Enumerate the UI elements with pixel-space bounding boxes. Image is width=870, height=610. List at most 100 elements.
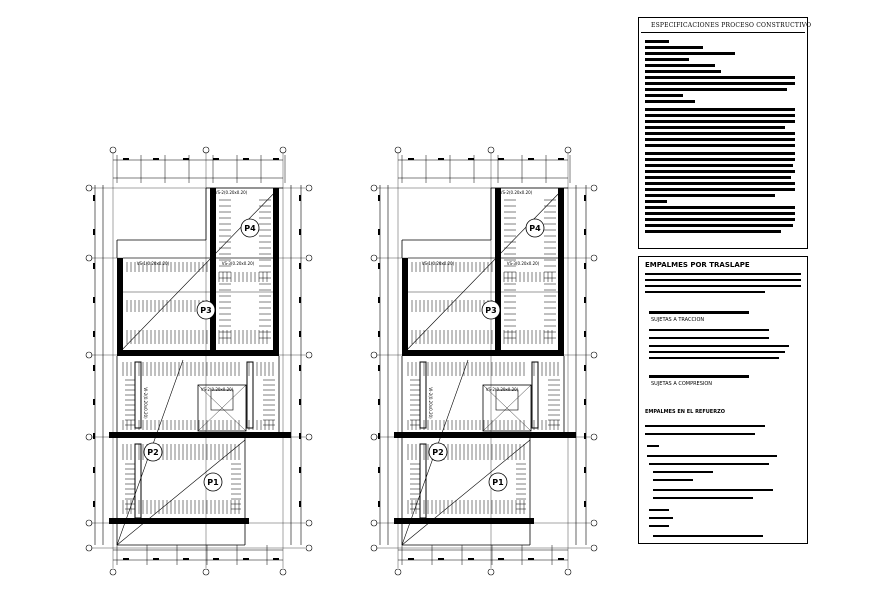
dimension-mark bbox=[528, 158, 534, 160]
dimension-mark bbox=[378, 433, 380, 439]
dimension-mark bbox=[299, 195, 301, 201]
redacted-text-line bbox=[649, 463, 769, 465]
redacted-text-line bbox=[649, 311, 749, 314]
void-inner bbox=[495, 389, 519, 411]
axis-bubble bbox=[85, 184, 93, 192]
dimension-mark bbox=[584, 399, 586, 405]
redacted-text-line bbox=[649, 509, 669, 511]
column-tag-circle bbox=[203, 472, 223, 492]
redacted-text-line bbox=[645, 212, 795, 215]
redacted-text-line bbox=[645, 144, 795, 147]
beam-outline bbox=[419, 361, 427, 429]
floor-plan-left: P4P3P2P1VS-2(0.20x0.20)VS-3(0.20x0.20)VS… bbox=[85, 146, 313, 576]
dimension-mark bbox=[584, 195, 586, 201]
redacted-text-line bbox=[645, 291, 765, 293]
dimension-mark bbox=[123, 158, 129, 160]
dimension-mark bbox=[93, 229, 95, 235]
beam-vertical bbox=[273, 188, 279, 356]
lap-splice-panel: EMPALMES POR TRASLAPE SUJETAS A TRACCION… bbox=[638, 256, 808, 544]
beam-horizontal bbox=[109, 518, 249, 524]
dimension-mark bbox=[299, 467, 301, 473]
dimension-mark bbox=[378, 467, 380, 473]
dimension-mark bbox=[468, 158, 474, 160]
dimension-mark bbox=[153, 558, 159, 560]
floor-plan-right: P4P3P2P1VS-2(0.20x0.20)VS-3(0.20x0.20)VS… bbox=[370, 146, 598, 576]
redacted-text-line bbox=[645, 182, 795, 185]
dimension-mark bbox=[299, 229, 301, 235]
redacted-text-line bbox=[653, 479, 693, 481]
redacted-text-line bbox=[649, 525, 669, 527]
redacted-text-line bbox=[649, 351, 785, 353]
traction-subtitle: SUJETAS A TRACCION bbox=[651, 317, 705, 323]
beam-label: VS-3(0.20x0.20) bbox=[222, 261, 255, 266]
redacted-text-line bbox=[653, 471, 713, 473]
dimension-mark bbox=[584, 365, 586, 371]
axis-bubble bbox=[590, 544, 598, 552]
redacted-text-line bbox=[645, 100, 695, 103]
beam-vertical bbox=[117, 258, 123, 356]
redacted-text-line bbox=[649, 345, 789, 347]
redacted-text-line bbox=[653, 497, 753, 499]
dimension-mark bbox=[93, 501, 95, 507]
axis-bubble bbox=[305, 254, 313, 262]
dimension-mark bbox=[299, 331, 301, 337]
dimension-mark bbox=[378, 297, 380, 303]
stair-void bbox=[197, 384, 247, 432]
dimension-mark bbox=[378, 331, 380, 337]
beam-horizontal bbox=[109, 432, 291, 438]
beam-outline bbox=[134, 443, 142, 519]
construction-specifications-panel: ESPECIFICACIONES PROCESO CONSTRUCTIVO bbox=[638, 17, 811, 249]
redacted-text-line bbox=[645, 285, 801, 287]
axis-bubble bbox=[590, 184, 598, 192]
redacted-text-line bbox=[649, 337, 769, 339]
dimension-mark bbox=[438, 158, 444, 160]
axis-bubble bbox=[394, 146, 402, 154]
column-tag-label: P1 bbox=[207, 478, 219, 487]
axis-bubble bbox=[85, 351, 93, 359]
dimension-mark bbox=[123, 558, 129, 560]
dimension-mark bbox=[558, 558, 564, 560]
axis-bubble bbox=[564, 568, 572, 576]
axis-bubble bbox=[487, 568, 495, 576]
beam-outline bbox=[246, 361, 254, 429]
redacted-text-line bbox=[645, 279, 801, 281]
axis-bubble bbox=[279, 568, 287, 576]
stair-void bbox=[482, 384, 532, 432]
axis-bubble bbox=[487, 146, 495, 154]
redacted-text-line bbox=[645, 176, 791, 179]
dimension-mark bbox=[93, 331, 95, 337]
slab-diagonal bbox=[401, 187, 565, 356]
column-tag-circle bbox=[481, 300, 501, 320]
redacted-text-line bbox=[649, 375, 749, 378]
slab-diagonal bbox=[116, 439, 246, 546]
dimension-mark bbox=[93, 433, 95, 439]
redacted-text-line bbox=[653, 489, 773, 491]
redacted-text-line bbox=[645, 76, 795, 79]
redacted-text-line bbox=[645, 94, 683, 97]
dimension-mark bbox=[498, 158, 504, 160]
beam-outline bbox=[419, 443, 427, 519]
axis-bubble bbox=[590, 254, 598, 262]
dimension-mark bbox=[93, 297, 95, 303]
redacted-text-line bbox=[645, 230, 781, 233]
column-tag-circle bbox=[196, 300, 216, 320]
redacted-text-line bbox=[645, 194, 775, 197]
axis-bubble bbox=[564, 146, 572, 154]
axis-bubble bbox=[85, 519, 93, 527]
dimension-mark bbox=[378, 399, 380, 405]
slab-diagonal bbox=[401, 439, 531, 546]
dimension-mark bbox=[438, 558, 444, 560]
redacted-text-line bbox=[645, 206, 795, 209]
beam-vertical bbox=[210, 188, 216, 356]
redacted-text-line bbox=[645, 132, 795, 135]
axis-bubble bbox=[370, 519, 378, 527]
redacted-text-line bbox=[645, 425, 765, 427]
dimension-mark bbox=[408, 158, 414, 160]
slab-diagonal bbox=[116, 187, 280, 356]
dimension-mark bbox=[93, 399, 95, 405]
redacted-text-line bbox=[645, 138, 795, 141]
column-tag-circle bbox=[525, 218, 545, 238]
dimension-mark bbox=[378, 195, 380, 201]
redacted-text-line bbox=[645, 114, 795, 117]
beam-label: VS-2(0.20x0.20) bbox=[215, 190, 248, 195]
